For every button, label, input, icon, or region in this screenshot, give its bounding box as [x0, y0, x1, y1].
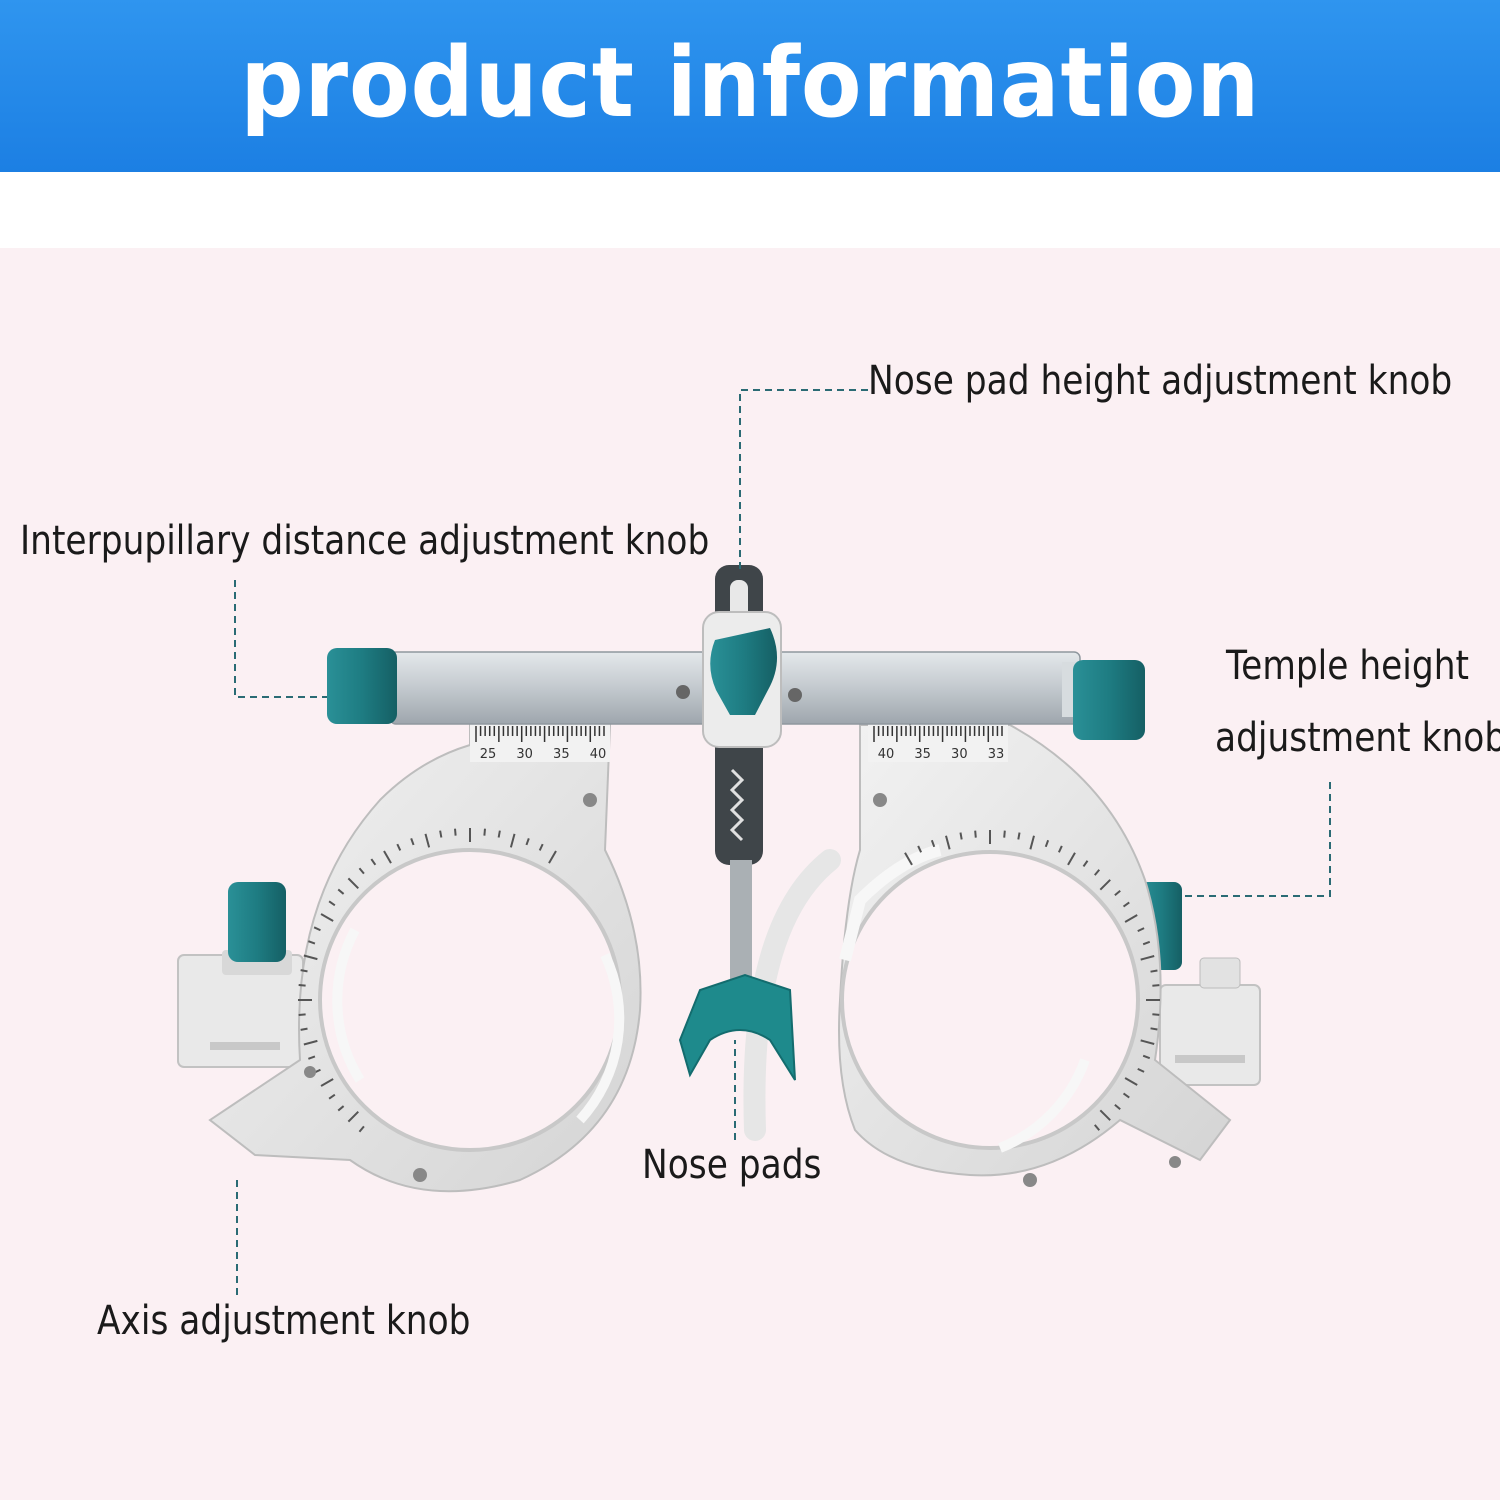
nose-pad-icon [678, 973, 796, 1081]
scale-tick [974, 830, 977, 838]
scale-tick [1140, 955, 1155, 961]
scale-tick [1017, 832, 1021, 840]
pd-tick-label: 33 [988, 747, 1005, 762]
scale-tick [1082, 860, 1089, 868]
scale-tick [313, 926, 321, 932]
scale-tick [917, 845, 923, 853]
left-lens-frame [208, 724, 642, 1193]
left-pd-knob [327, 648, 397, 724]
scale-tick [298, 1013, 306, 1016]
scale-tick [1044, 839, 1050, 848]
scale-tick [1029, 835, 1035, 850]
scale-tick [320, 913, 334, 922]
scale-tick [538, 843, 544, 851]
scale-tick [370, 858, 377, 866]
scale-tick [347, 1111, 359, 1123]
scale-tick [1152, 1013, 1160, 1016]
scale-tick [298, 984, 306, 987]
scale-tick [300, 1027, 308, 1031]
scale-tick [358, 867, 365, 875]
callout-nose-pad-height: Nose pad height adjustment knob [868, 358, 1453, 404]
pd-tick-label: 30 [516, 747, 533, 762]
pd-tick-label: 40 [590, 747, 607, 762]
scale-tick [454, 828, 457, 836]
scale-tick [1094, 869, 1101, 876]
scale-tick [1124, 1077, 1138, 1086]
scale-tick [1122, 1092, 1130, 1099]
scale-tick [1003, 830, 1006, 838]
left-axis-scale [298, 828, 557, 1133]
scale-tick [525, 838, 530, 846]
scale-tick [328, 900, 336, 907]
scale-tick [1067, 852, 1076, 866]
scale-tick [424, 833, 431, 848]
callout-temple-height-line2: adjustment knob [1215, 715, 1500, 761]
pd-tick-label: 30 [951, 747, 968, 762]
header-banner: product information [0, 0, 1500, 172]
leader-lines [234, 389, 1331, 1295]
callout-nose-pads: Nose pads [642, 1142, 822, 1188]
right-temple-curve [743, 849, 841, 1141]
scale-tick [1099, 879, 1111, 891]
pd-tick-label: 40 [878, 747, 895, 762]
scale-tick [1124, 914, 1138, 923]
right-lens-frame [838, 724, 1232, 1187]
right-axis-scale [904, 830, 1160, 1131]
scale-tick [1137, 1067, 1145, 1073]
callout-axis-adjustment: Axis adjustment knob [97, 1298, 471, 1344]
scale-tick [1152, 984, 1160, 987]
pd-tick-label: 35 [914, 747, 931, 762]
callout-interpupillary-distance: Interpupillary distance adjustment knob [20, 518, 710, 564]
scale-tick [1137, 927, 1145, 933]
scale-tick [1142, 940, 1151, 946]
scale-tick [483, 828, 486, 836]
scale-tick [439, 830, 443, 838]
scale-tick [347, 877, 359, 889]
scale-tick [337, 888, 345, 895]
scale-tick [308, 940, 316, 945]
right-pd-scale: 40 35 30 33 [868, 709, 1008, 762]
scale-tick [303, 1039, 318, 1046]
scale-tick [337, 1105, 345, 1112]
right-side-housing [1159, 984, 1261, 1086]
scale-tick [1150, 969, 1158, 973]
left-pd-scale: 25 30 35 40 [470, 705, 610, 762]
scale-tick [1150, 1027, 1158, 1031]
scale-tick [303, 954, 318, 961]
scale-tick [1099, 1109, 1111, 1121]
scale-tick [383, 850, 392, 864]
pd-tick-label: 35 [553, 747, 570, 762]
callout-temple-height-line1: Temple height [1226, 643, 1469, 689]
scale-tick [1142, 1054, 1151, 1060]
scale-tick [1057, 845, 1063, 853]
right-pd-knob [1073, 660, 1145, 740]
scale-tick [548, 850, 557, 864]
page-title: product information [240, 27, 1260, 139]
scale-tick [300, 969, 308, 973]
scale-tick [320, 1078, 334, 1087]
scale-tick [497, 830, 501, 838]
scale-tick [959, 832, 963, 840]
scale-tick [1114, 1104, 1121, 1111]
nose-pad-height-knob [710, 628, 778, 715]
scale-tick [410, 838, 415, 846]
scale-tick [308, 1055, 316, 1060]
scale-tick [1094, 1124, 1101, 1131]
scale-tick [1114, 889, 1121, 896]
scale-tick [1122, 901, 1130, 908]
scale-tick [945, 835, 951, 850]
scale-tick [328, 1093, 336, 1100]
scale-tick [509, 833, 516, 848]
scale-tick [930, 839, 936, 848]
scale-tick [904, 852, 913, 866]
scale-tick [358, 1125, 365, 1133]
scale-tick [1140, 1039, 1155, 1045]
left-side-knob [228, 882, 286, 962]
scale-tick [396, 843, 402, 851]
pd-tick-label: 25 [480, 747, 497, 762]
